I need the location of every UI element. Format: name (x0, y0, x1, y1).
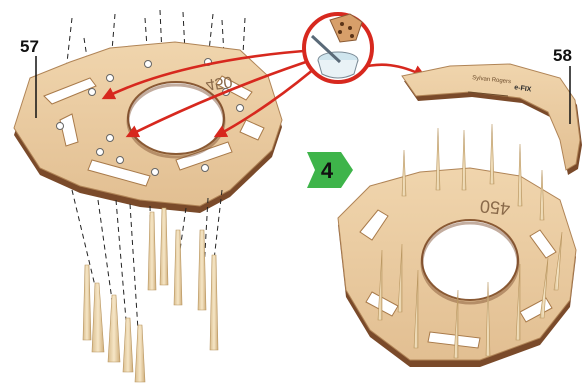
step-number-badge: 4 (307, 152, 353, 188)
step-number: 4 (307, 158, 347, 184)
